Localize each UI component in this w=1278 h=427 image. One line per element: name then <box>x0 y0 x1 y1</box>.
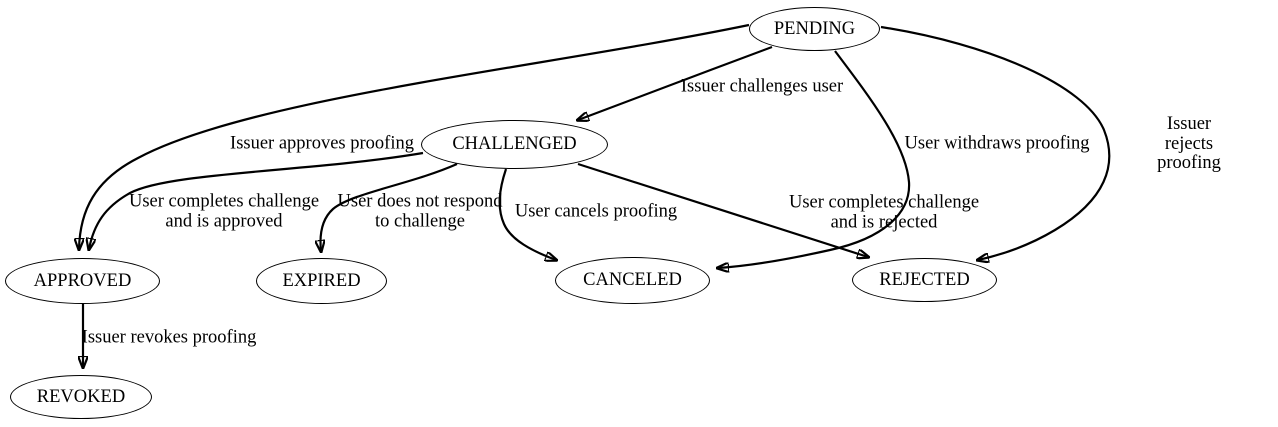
edge-challenged-rejected <box>577 162 868 257</box>
edge-challenged-approved <box>89 151 424 249</box>
node-approved: APPROVED <box>5 258 160 304</box>
edge-pending-rejected <box>880 25 1111 260</box>
edge-pending-challenged <box>578 45 773 120</box>
node-challenged: CHALLENGED <box>421 120 608 169</box>
edge-label-user-withdraws-proofing: User withdraws proofing <box>904 133 1090 154</box>
edge-challenged-canceled <box>498 168 556 260</box>
edge-label-issuer-revokes-proofing: Issuer revokes proofing <box>81 327 257 348</box>
node-rejected: REJECTED <box>852 258 997 302</box>
edge-label-issuer-rejects-proofing: Issuer rejects proofing <box>1157 113 1221 173</box>
edge-pending-canceled <box>718 50 911 268</box>
edge-label-issuer-challenges-user: Issuer challenges user <box>680 76 844 97</box>
edge-pending-approved <box>79 23 750 249</box>
edge-challenged-expired <box>321 162 458 251</box>
node-pending: PENDING <box>749 7 880 51</box>
edge-label-user-completes-challenge-rejected: User completes challenge and is rejected <box>788 192 980 232</box>
edge-label-user-completes-challenge-approved: User completes challenge and is approved <box>128 191 320 231</box>
node-revoked: REVOKED <box>10 375 152 419</box>
node-canceled: CANCELED <box>555 257 710 304</box>
edge-label-user-does-not-respond: User does not respond to challenge <box>337 191 503 231</box>
edge-label-user-cancels-proofing: User cancels proofing <box>514 201 678 222</box>
edge-label-issuer-approves-proofing: Issuer approves proofing <box>230 133 414 154</box>
node-expired: EXPIRED <box>256 258 387 304</box>
